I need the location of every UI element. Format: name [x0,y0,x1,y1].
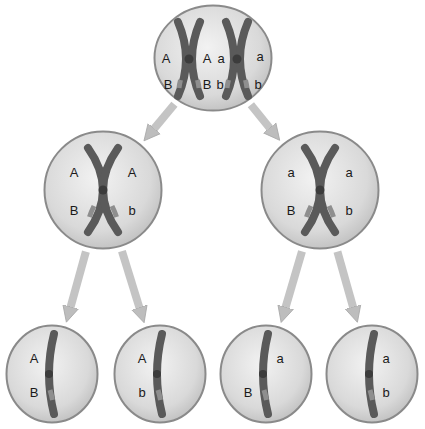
gene-band [329,206,334,217]
division-arrow [70,252,86,309]
cell: AAaaBBbb [153,4,273,112]
allele-label: A [70,166,79,179]
allele-label: A [162,52,171,65]
centromere [365,370,373,378]
cell-membrane [155,6,272,111]
gene-band [50,390,53,400]
allele-label: B [203,78,212,91]
allele-label: b [216,78,223,91]
gene-bands [50,80,373,400]
cell: ab [325,324,419,424]
division-arrow [285,251,302,309]
cell-membrane [327,326,418,423]
cell-membrane [115,326,206,423]
allele-label: a [345,166,352,179]
gene-band [179,80,181,88]
division-arrow [153,104,175,130]
cell: Ab [113,324,207,424]
centromere [153,370,161,378]
cell-outline [260,130,380,250]
allele-label: B [287,204,296,217]
division-arrow [251,105,271,130]
cell-outline [5,324,99,424]
gene-band [307,206,312,217]
gene-band [370,390,373,400]
allele-label: a [276,352,283,365]
allele-label: B [244,386,253,399]
gene-band [264,390,267,400]
division-arrow [122,251,140,309]
gene-band [90,206,95,217]
allele-label: b [138,386,145,399]
cell-membrane [262,132,379,249]
cell-outline [113,324,207,424]
centromere [45,370,53,378]
allele-label: A [128,166,137,179]
centromere [233,55,242,64]
cell-membrane [7,326,98,423]
centromere [259,370,267,378]
cell: aB [219,324,313,424]
cell-outline [219,324,313,424]
allele-label: a [287,166,294,179]
allele-label: b [345,204,352,217]
gene-band [246,80,248,88]
centromere [99,186,108,195]
allele-label: a [256,50,263,63]
cell: AB [5,324,99,424]
gene-band [227,80,229,88]
allele-label: a [217,52,224,65]
allele-label: a [382,352,389,365]
cell: A A Bb [43,130,163,250]
allele-label: B [30,386,39,399]
centromeres [45,55,373,379]
allele-label: b [254,78,261,91]
cell-outline [153,4,273,112]
gene-band [112,206,117,217]
allele-label: b [128,204,135,217]
allele-label: B [164,78,173,91]
cell-membrane [45,132,162,249]
centromere [185,55,194,64]
allele-label: A [30,352,39,365]
cell-outline [325,324,419,424]
cell-outline [43,130,163,250]
cell-membrane [221,326,312,423]
allele-label: A [138,352,147,365]
chromatids [49,22,374,414]
gene-band [198,80,200,88]
allele-label: B [70,204,79,217]
division-arrow [337,252,353,309]
gene-band [158,390,161,400]
centromere [316,186,325,195]
allele-label: b [382,386,389,399]
allele-label: A [203,52,212,65]
cell: a aBb [260,130,380,250]
